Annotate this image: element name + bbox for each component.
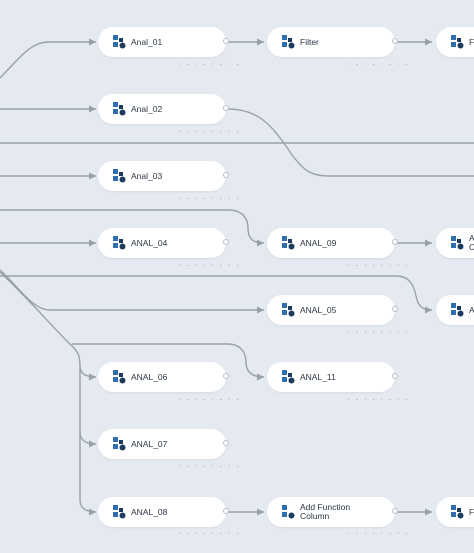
output-port[interactable] [392, 306, 398, 312]
node-anal-03[interactable]: Anal_03 · - · - · - · - [98, 161, 239, 202]
node-label: Anal_03 [131, 170, 163, 181]
edge-to-anal-11 [72, 343, 265, 381]
edge-to-a-partial [0, 275, 433, 314]
node-label: ANAL_11 [300, 371, 336, 382]
node-label: ANAL_04 [131, 237, 168, 248]
analysis-node-icon [113, 102, 126, 116]
analysis-node-icon [113, 505, 126, 519]
node-status: · - · - · - · - [178, 61, 240, 68]
node-status: · - · - · - · - [178, 262, 240, 269]
output-port[interactable] [392, 38, 398, 44]
node-label: ANAL_05 [300, 304, 337, 315]
node-add-column-partial[interactable]: A C [436, 228, 474, 258]
node-status: · - · - · - · - [347, 262, 409, 269]
node-label: Anal_02 [131, 103, 163, 114]
node-label: A [469, 304, 474, 315]
analysis-node-icon [113, 35, 126, 49]
edge-to-anal-08 [79, 432, 97, 516]
edge-anal-02-out [227, 108, 474, 177]
node-status: · - · - · - · - [347, 61, 409, 68]
node-status: · - · - · - · - [178, 463, 240, 470]
node-filter-partial[interactable]: Fi [436, 27, 474, 57]
output-port[interactable] [392, 239, 398, 245]
node-add-function-column[interactable]: Add Function Column · - · - · - · - [267, 497, 408, 537]
node-filter[interactable]: Filter · - · - · - · - [267, 27, 408, 68]
node-label: Anal_01 [131, 36, 163, 47]
edge-to-anal-09 [0, 209, 265, 247]
output-port[interactable] [223, 105, 229, 111]
output-port[interactable] [392, 508, 398, 514]
node-anal-04[interactable]: ANAL_04 · - · - · - · - [98, 228, 239, 269]
function-column-icon [282, 505, 295, 519]
output-port[interactable] [223, 440, 229, 446]
analysis-node-icon [451, 35, 464, 49]
output-port[interactable] [223, 239, 229, 245]
node-label: ANAL_09 [300, 237, 337, 248]
node-label: Fi [469, 36, 474, 47]
analysis-node-icon [282, 303, 295, 317]
node-anal-08[interactable]: ANAL_08 · - · - · - · - [98, 497, 239, 537]
edge-to-anal-06 [0, 271, 97, 381]
node-status: · - · - · - · - [347, 329, 409, 336]
node-status: · - · - · - · - [178, 530, 240, 537]
edge-to-anal-01 [0, 38, 96, 79]
node-anal-09[interactable]: ANAL_09 · - · - · - · - [267, 228, 408, 269]
analysis-node-icon [113, 169, 126, 183]
edge-to-anal-07 [79, 366, 97, 448]
node-status: · - · - · - · - [347, 396, 409, 403]
analysis-node-icon [113, 370, 126, 384]
node-anal-11[interactable]: ANAL_11 · - · - · - · - [267, 362, 408, 403]
node-label: ANAL_06 [131, 371, 168, 382]
node-status: · - · - · - · - [178, 195, 240, 202]
output-port[interactable] [223, 38, 229, 44]
analysis-node-icon [282, 35, 295, 49]
node-anal-01[interactable]: Anal_01 · - · - · - · - [98, 27, 239, 68]
analysis-node-icon [282, 370, 295, 384]
node-anal-05[interactable]: ANAL_05 · - · - · - · - [267, 295, 408, 336]
node-anal-02[interactable]: Anal_02 · - · - · - · - [98, 94, 239, 135]
node-label: Add Function Column [300, 502, 351, 521]
node-label: Filter [300, 36, 319, 47]
node-status: · - · - · - · - [347, 530, 409, 537]
node-label: A C [469, 233, 474, 252]
analysis-node-icon [282, 236, 295, 250]
output-port[interactable] [223, 508, 229, 514]
node-label: F [469, 506, 474, 517]
analysis-node-icon [113, 437, 126, 451]
analysis-node-icon [451, 236, 464, 250]
output-port[interactable] [392, 373, 398, 379]
node-status: · - · - · - · - [178, 396, 240, 403]
analysis-node-icon [451, 303, 464, 317]
node-a-partial[interactable]: A [436, 295, 474, 325]
analysis-node-icon [451, 505, 464, 519]
node-anal-07[interactable]: ANAL_07 · - · - · - · - [98, 429, 239, 470]
node-f-partial[interactable]: F [436, 497, 474, 527]
output-port[interactable] [223, 373, 229, 379]
analysis-node-icon [113, 236, 126, 250]
output-port[interactable] [223, 172, 229, 178]
node-label: ANAL_08 [131, 506, 168, 517]
node-status: · - · - · - · - [178, 128, 240, 135]
node-label: ANAL_07 [131, 438, 168, 449]
node-anal-06[interactable]: ANAL_06 · - · - · - · - [98, 362, 239, 403]
